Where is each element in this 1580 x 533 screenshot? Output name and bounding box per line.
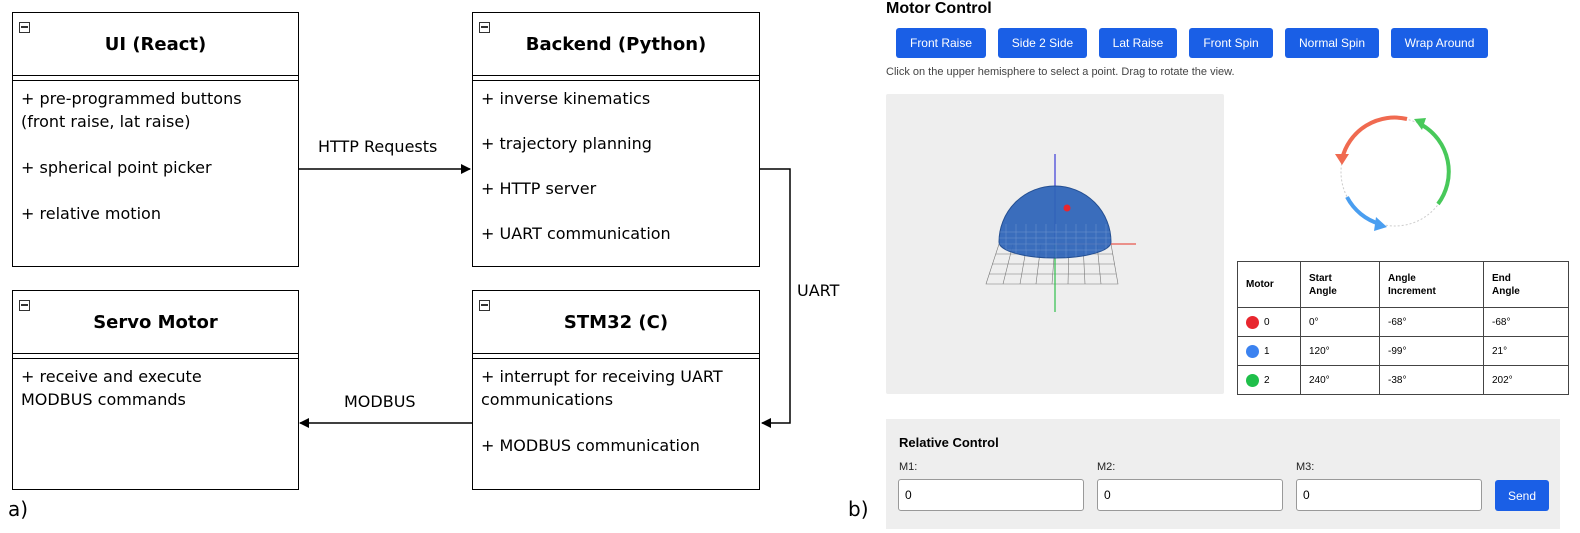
arc-green: [1420, 123, 1451, 206]
sphere-viewport[interactable]: [886, 94, 1224, 394]
arc-red: [1340, 115, 1408, 160]
motor-cell: 0: [1237, 307, 1301, 337]
node-backend: Backend (Python) + inverse kinematics + …: [472, 12, 760, 267]
divider: [13, 353, 298, 359]
motor-color-dot: [1246, 315, 1259, 329]
start-angle-cell: 120°: [1300, 336, 1380, 366]
node-title: UI (React): [104, 33, 207, 55]
node-servo: Servo Motor + receive and execute MODBUS…: [12, 290, 299, 490]
node-body: + inverse kinematics + trajectory planni…: [473, 81, 759, 245]
collapse-icon[interactable]: [479, 22, 490, 33]
node-item: + relative motion: [21, 204, 161, 223]
edge-label-http: HTTP Requests: [318, 137, 438, 156]
node-body: + pre-programmed buttons (front raise, l…: [13, 81, 298, 225]
instruction-text: Click on the upper hemisphere to select …: [886, 66, 1235, 78]
rotation-arc-indicator: [1335, 115, 1451, 231]
edge-label-modbus: MODBUS: [344, 392, 416, 411]
node-item: + pre-programmed buttons (front raise, l…: [21, 89, 242, 131]
hemisphere-scene[interactable]: [886, 94, 1224, 394]
divider: [473, 353, 759, 359]
collapse-icon[interactable]: [479, 300, 490, 311]
edge-uart: [760, 168, 791, 428]
divider: [473, 75, 759, 81]
m2-input[interactable]: [1097, 479, 1283, 511]
node-stm32: STM32 (C) + interrupt for receiving UART…: [472, 290, 760, 490]
panel-label-b: b): [848, 497, 869, 521]
arc-blue: [1345, 196, 1381, 226]
node-item: + receive and execute MODBUS commands: [21, 367, 202, 409]
table-row: 0 0° -68° -68°: [1237, 307, 1569, 337]
lat-raise-button[interactable]: Lat Raise: [1099, 28, 1177, 58]
front-raise-button[interactable]: Front Raise: [896, 28, 986, 58]
header-motor: Motor: [1237, 261, 1301, 308]
node-item: + UART communication: [481, 224, 671, 243]
selected-point[interactable]: [1063, 204, 1071, 212]
motor-id: 0: [1264, 316, 1270, 328]
relative-control-title: Relative Control: [899, 435, 999, 450]
increment-cell: -99°: [1379, 336, 1484, 366]
hemisphere: [998, 185, 1112, 259]
node-item: + MODBUS communication: [481, 436, 700, 455]
node-title: Servo Motor: [93, 311, 218, 333]
increment-cell: -68°: [1379, 307, 1484, 337]
node-item: + interrupt for receiving UART communica…: [481, 367, 723, 409]
divider: [13, 75, 298, 81]
node-title: STM32 (C): [563, 311, 669, 333]
front-spin-button[interactable]: Front Spin: [1189, 28, 1273, 58]
motor-color-dot: [1246, 373, 1259, 387]
start-angle-cell: 0°: [1300, 307, 1380, 337]
motor-cell: 1: [1237, 336, 1301, 366]
motor-cell: 2: [1237, 365, 1301, 395]
node-item: + trajectory planning: [481, 134, 652, 153]
node-title: Backend (Python): [525, 33, 707, 55]
node-body: + interrupt for receiving UART communica…: [473, 359, 759, 457]
normal-spin-button[interactable]: Normal Spin: [1285, 28, 1379, 58]
table-row: 2 240° -38° 202°: [1237, 365, 1569, 395]
start-angle-cell: 240°: [1300, 365, 1380, 395]
node-header: Servo Motor: [13, 291, 298, 353]
collapse-icon[interactable]: [19, 300, 30, 311]
side-2-side-button[interactable]: Side 2 Side: [998, 28, 1087, 58]
motor-id: 2: [1264, 374, 1270, 386]
m1-input[interactable]: [898, 479, 1084, 511]
header-start-angle: Start Angle: [1300, 261, 1380, 308]
table-row: 1 120° -99° 21°: [1237, 336, 1569, 366]
motor-id: 1: [1264, 345, 1270, 357]
increment-cell: -38°: [1379, 365, 1484, 395]
header-angle-increment: Angle Increment: [1379, 261, 1484, 308]
send-button[interactable]: Send: [1495, 480, 1549, 511]
node-item: + HTTP server: [481, 179, 597, 198]
node-header: Backend (Python): [473, 13, 759, 75]
end-angle-cell: 202°: [1483, 365, 1569, 395]
panel-label-a: a): [8, 497, 29, 521]
m1-label: M1:: [899, 461, 918, 473]
edge-label-uart: UART: [797, 281, 840, 300]
header-end-angle: End Angle: [1483, 261, 1569, 308]
relative-control-panel: Relative Control M1: M2: M3: Send: [886, 419, 1560, 529]
m3-input[interactable]: [1296, 479, 1482, 511]
motor-angle-table: Motor Start Angle Angle Increment End An…: [1237, 261, 1569, 395]
m3-label: M3:: [1296, 461, 1315, 473]
node-item: + spherical point picker: [21, 158, 212, 177]
end-angle-cell: 21°: [1483, 336, 1569, 366]
node-header: UI (React): [13, 13, 298, 75]
node-body: + receive and execute MODBUS commands: [13, 359, 298, 411]
motor-color-dot: [1246, 344, 1259, 358]
page-title: Motor Control: [886, 0, 992, 17]
end-angle-cell: -68°: [1483, 307, 1569, 337]
wrap-around-button[interactable]: Wrap Around: [1391, 28, 1488, 58]
node-header: STM32 (C): [473, 291, 759, 353]
node-item: + inverse kinematics: [481, 89, 651, 108]
node-ui: UI (React) + pre-programmed buttons (fro…: [12, 12, 299, 267]
collapse-icon[interactable]: [19, 22, 30, 33]
m2-label: M2:: [1097, 461, 1116, 473]
